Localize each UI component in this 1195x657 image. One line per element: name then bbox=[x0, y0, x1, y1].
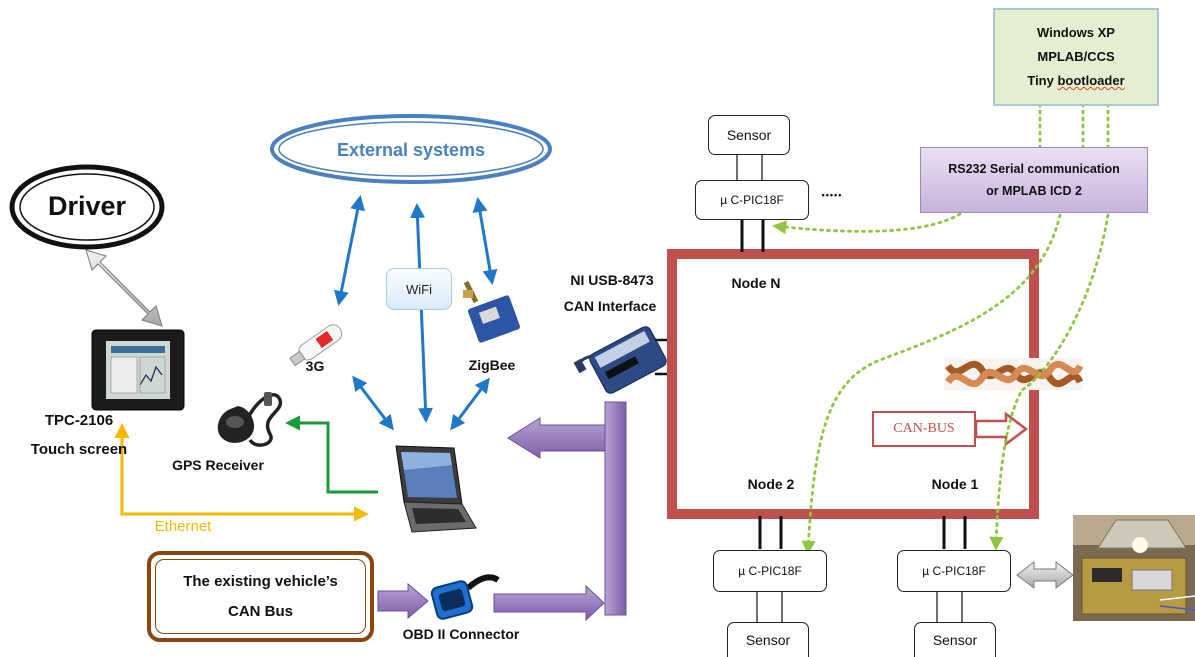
more-nodes-ellipsis: ••••• bbox=[821, 190, 843, 200]
rs232-box: RS232 Serial communication or MPLAB ICD … bbox=[920, 147, 1148, 213]
purple-data-bus bbox=[377, 401, 627, 622]
arrow-obd-to-bus bbox=[493, 584, 605, 622]
driver-touchscreen-arrow bbox=[85, 249, 163, 327]
arrow-bus-to-laptop bbox=[507, 417, 606, 459]
touch-panel-icon bbox=[91, 329, 185, 411]
wifi-label: WiFi bbox=[406, 281, 432, 297]
arrow-external-3g bbox=[333, 195, 366, 306]
node-connectors bbox=[740, 220, 967, 549]
programming-links bbox=[772, 102, 1110, 555]
sensor-box-top: Sensor bbox=[708, 115, 790, 155]
pic-node2-label: µ C-PIC18F bbox=[738, 564, 802, 578]
vehicle-can-bus-inner: The existing vehicle’s CAN Bus bbox=[155, 559, 366, 634]
gps-link bbox=[285, 415, 378, 494]
node-n-label: Node N bbox=[731, 275, 781, 291]
sensor-node2-label: Sensor bbox=[745, 632, 791, 648]
touch-screen-label: Touch screen bbox=[30, 441, 128, 458]
arrow-external-laptop bbox=[410, 203, 433, 423]
wifi-box: WiFi bbox=[386, 268, 452, 310]
node-2-label: Node 2 bbox=[747, 476, 795, 492]
arrow-vehicle-to-obd bbox=[377, 582, 429, 620]
win-line3-a: Tiny bbox=[1027, 73, 1058, 88]
ethernet-link bbox=[114, 423, 369, 522]
node1-photo-arrow bbox=[1016, 560, 1074, 590]
vehicle-label-line1: The existing vehicle’s bbox=[183, 572, 338, 590]
tpc-model-label: TPC-2106 bbox=[44, 412, 114, 429]
gps-receiver-label: GPS Receiver bbox=[172, 457, 264, 473]
twisted-pair-cable-icon bbox=[944, 358, 1084, 390]
wireless-arrows bbox=[333, 195, 498, 431]
win-line1: Windows XP bbox=[1037, 25, 1115, 40]
pic-node1-label: µ C-PIC18F bbox=[922, 564, 986, 578]
node-1-label: Node 1 bbox=[931, 476, 979, 492]
external-systems-oval bbox=[270, 114, 552, 184]
win-line3: Tiny bootloader bbox=[1027, 69, 1124, 93]
rs-line1: RS232 Serial communication bbox=[948, 162, 1120, 176]
pic-box-node1: µ C-PIC18F bbox=[897, 550, 1011, 592]
arrow-external-zigbee bbox=[472, 197, 498, 285]
pic-top-label: µ C-PIC18F bbox=[720, 193, 784, 207]
pic-box-top: µ C-PIC18F bbox=[695, 180, 809, 220]
vehicle-can-bus-box: The existing vehicle’s CAN Bus bbox=[147, 551, 374, 642]
driver-oval bbox=[9, 164, 165, 250]
ethernet-label: Ethernet bbox=[154, 518, 212, 535]
obd-connector-label: OBD II Connector bbox=[402, 626, 520, 642]
pic-box-node2: µ C-PIC18F bbox=[713, 550, 827, 592]
circuit-board-photo-icon bbox=[1073, 515, 1195, 621]
gps-receiver-icon bbox=[217, 392, 283, 447]
zigbee-label: ZigBee bbox=[468, 357, 516, 373]
obd-connector-icon bbox=[430, 574, 500, 620]
external-systems-label: External systems bbox=[336, 140, 486, 160]
win-line3-b: bootloader bbox=[1057, 73, 1125, 88]
sensor-box-node1: Sensor bbox=[914, 622, 996, 657]
3g-label: 3G bbox=[305, 358, 325, 374]
arrow-3g-laptop bbox=[352, 375, 394, 431]
can-bus-arrow bbox=[974, 411, 1029, 447]
arrow-zigbee-laptop bbox=[450, 377, 490, 431]
can-interface-label: CAN Interface bbox=[563, 298, 657, 314]
rs-line2: or MPLAB ICD 2 bbox=[986, 184, 1082, 198]
windows-xp-box: Windows XP MPLAB/CCS Tiny bootloader bbox=[993, 8, 1159, 106]
usb-modem-icon bbox=[289, 324, 343, 367]
can-bus-box: CAN-BUS bbox=[872, 411, 976, 447]
laptop-icon bbox=[395, 445, 477, 533]
sensor-connectors bbox=[736, 155, 963, 622]
sensor-node1-label: Sensor bbox=[932, 632, 978, 648]
driver-label: Driver bbox=[47, 191, 127, 221]
sensor-top-label: Sensor bbox=[726, 127, 772, 143]
usb-can-interface-icon bbox=[573, 326, 673, 394]
win-line2: MPLAB/CCS bbox=[1037, 49, 1115, 64]
zigbee-module-icon bbox=[463, 280, 520, 343]
can-bus-label: CAN-BUS bbox=[893, 421, 955, 436]
vehicle-label-line2: CAN Bus bbox=[227, 602, 293, 620]
ni-usb-label: NI USB-8473 bbox=[570, 272, 654, 288]
sensor-box-node2: Sensor bbox=[727, 622, 809, 657]
